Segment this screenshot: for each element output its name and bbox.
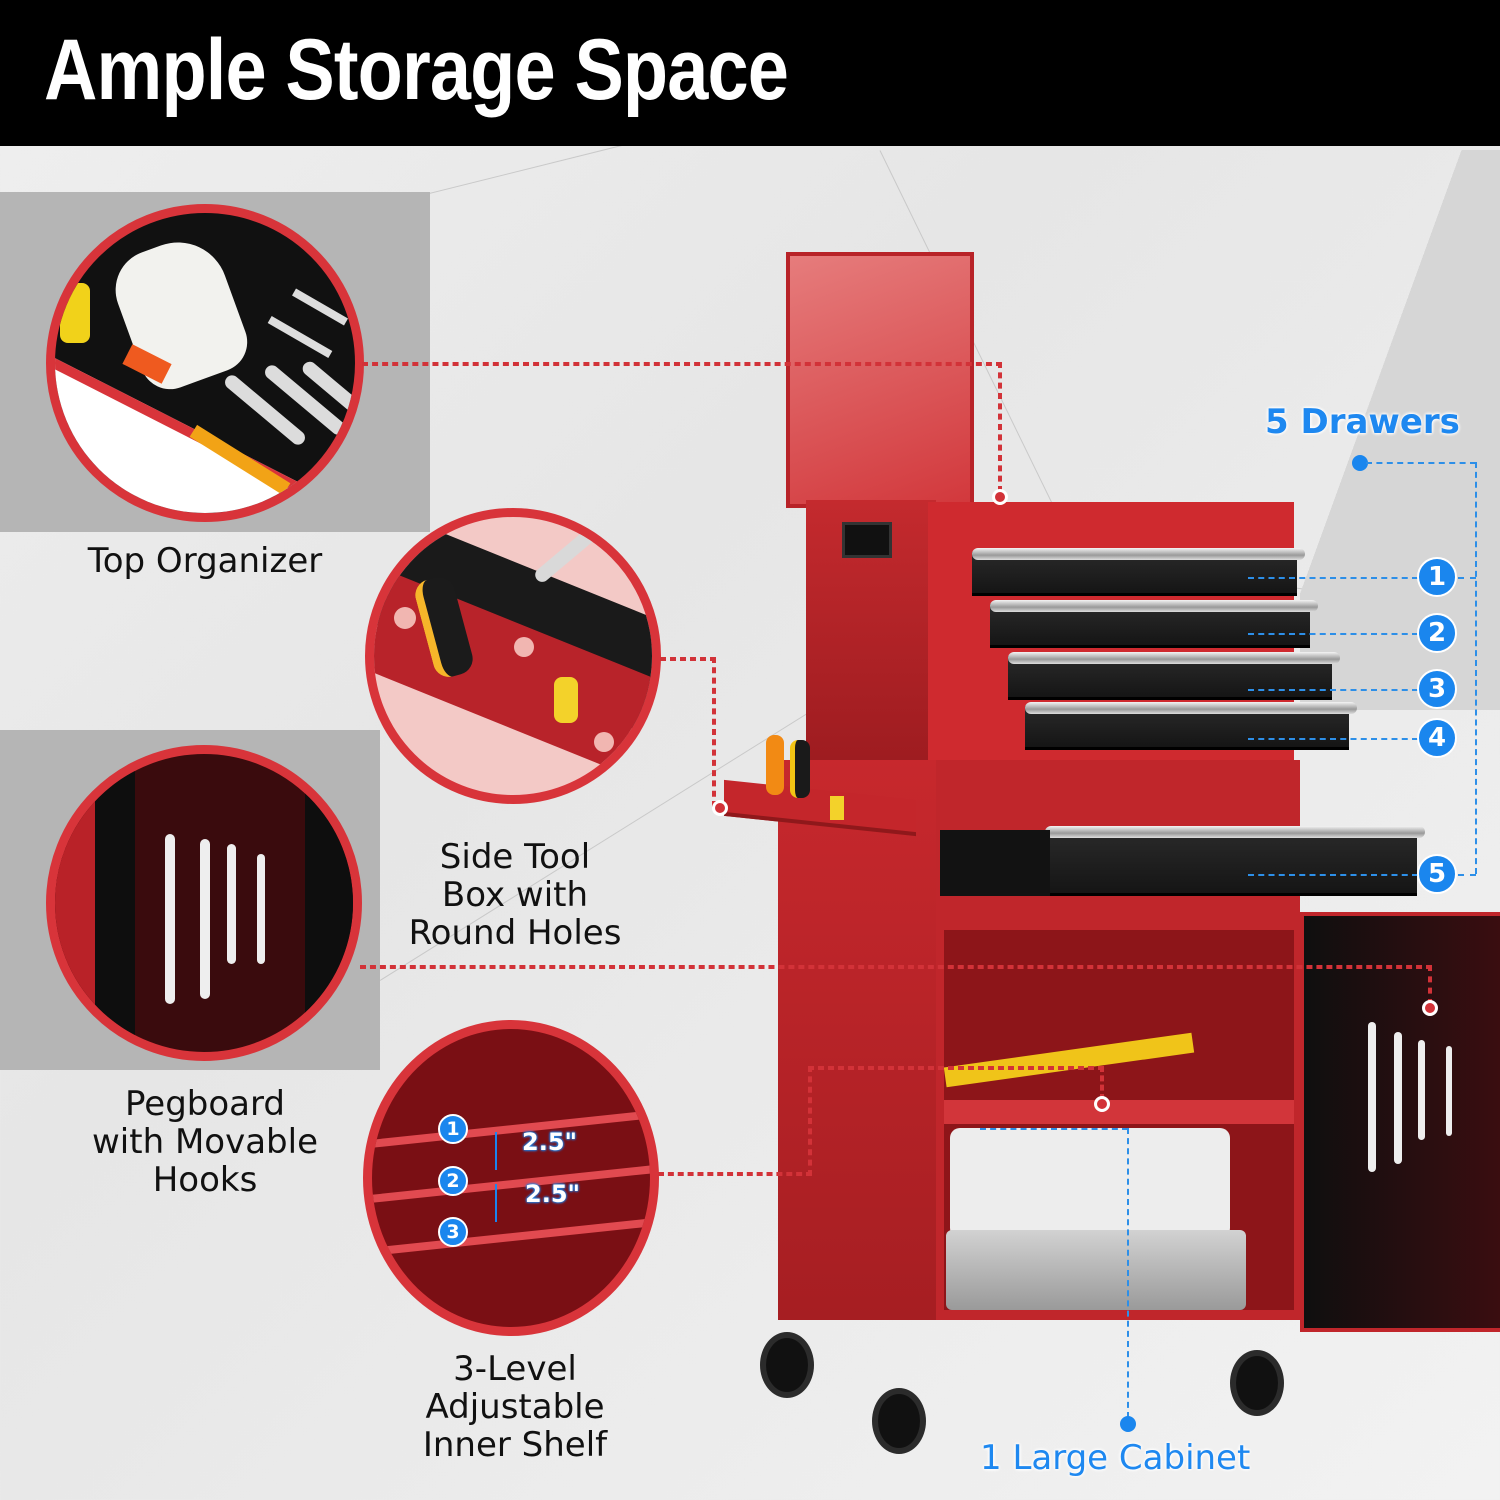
drawer-2-badge: 2: [1417, 613, 1457, 653]
drawers-callout-line: [1475, 462, 1477, 874]
shelf-level-3-badge: 3: [438, 1217, 468, 1247]
callout-dot-top-organizer: [992, 489, 1008, 505]
drawer-5[interactable]: [1045, 826, 1425, 896]
cabinet-shelf: [944, 1100, 1294, 1124]
caster-wheel: [760, 1332, 814, 1398]
drawer-4[interactable]: [1025, 702, 1357, 750]
case-icon: [946, 1230, 1246, 1310]
callout-line-side-tool-box: [660, 657, 716, 661]
container-icon: [950, 1128, 1230, 1238]
caster-wheel: [872, 1388, 926, 1454]
wrench-icon: [200, 839, 210, 999]
shelf-level-1-badge: 1: [438, 1114, 468, 1144]
drawers-callout-dot: [1352, 455, 1368, 471]
door-frame: [95, 754, 135, 1052]
shelf-gap-1: 2.5": [522, 1128, 578, 1156]
callout-line-top-organizer: [362, 362, 1002, 366]
cabinet-label: 1 Large Cabinet: [980, 1438, 1251, 1478]
drawer-4-line: [1248, 738, 1418, 740]
drawer-5-line: [1248, 874, 1418, 876]
drawer-5-line: [1458, 874, 1476, 876]
callout-line-inner-shelf: [808, 1066, 812, 1176]
drawer-3-badge: 3: [1417, 669, 1457, 709]
tape-measure-icon: [60, 283, 90, 343]
wrench-icon: [165, 834, 175, 1004]
drawer-handle[interactable]: [1025, 702, 1357, 714]
drawer-1[interactable]: [972, 548, 1305, 596]
pegboard-image: [46, 745, 362, 1061]
callout-line-inner-shelf: [808, 1066, 1104, 1070]
inner-shelf-image: [363, 1020, 659, 1336]
callout-dot-side-tool-box: [712, 800, 728, 816]
callout-dot-inner-shelf: [1094, 1096, 1110, 1112]
side-handle: [842, 522, 892, 558]
caster-wheel: [1230, 1350, 1284, 1416]
chest-lid: [786, 252, 974, 508]
wrench-icon: [1418, 1040, 1425, 1140]
background-shade: [1300, 150, 1500, 710]
door-frame: [305, 754, 353, 1052]
drawer-handle[interactable]: [990, 600, 1318, 612]
callout-line-top-organizer: [998, 362, 1002, 492]
header-bar: Ample Storage Space: [0, 0, 1500, 146]
cabinet-callout-line: [1127, 1128, 1129, 1418]
gap-arrow-icon: [495, 1132, 497, 1170]
callout-line-pegboard: [1428, 965, 1432, 1005]
callout-line-pegboard: [360, 965, 1432, 969]
side-tool-box-image: [365, 508, 661, 804]
drawer-handle[interactable]: [972, 548, 1305, 560]
cabinet-side: [778, 760, 938, 1320]
pegboard-label: Pegboard with Movable Hooks: [92, 1084, 318, 1200]
drawer-5-badge: 5: [1417, 854, 1457, 894]
drawer-2[interactable]: [990, 600, 1318, 648]
round-hole: [514, 637, 534, 657]
drawers-title: 5 Drawers: [1265, 402, 1460, 442]
callout-dot-pegboard: [1422, 1000, 1438, 1016]
cabinet-side: [55, 754, 95, 1052]
shelf-level-2-badge: 2: [438, 1166, 468, 1196]
page-title: Ample Storage Space: [44, 22, 789, 118]
wrench-icon: [227, 844, 236, 964]
hex-key-icon: [830, 796, 844, 820]
wrench-icon: [257, 854, 265, 964]
gap-arrow-icon: [495, 1184, 497, 1222]
cabinet-callout-dot: [1120, 1416, 1136, 1432]
drawer-handle[interactable]: [1008, 652, 1340, 664]
screwdriver-icon: [554, 677, 578, 723]
cabinet-callout-line: [980, 1128, 1128, 1130]
shelf-gap-2: 2.5": [525, 1180, 581, 1208]
screwdriver-icon: [766, 735, 784, 795]
drawer-1-line: [1248, 577, 1418, 579]
callout-line-inner-shelf: [658, 1172, 812, 1176]
wrench-icon: [1394, 1032, 1402, 1164]
wrench-icon: [1446, 1046, 1452, 1136]
drawer-4-badge: 4: [1417, 718, 1457, 758]
drawer-1-badge: 1: [1417, 557, 1457, 597]
top-organizer-label: Top Organizer: [87, 541, 323, 581]
top-organizer-image: [46, 204, 364, 522]
drawer-handle[interactable]: [1045, 826, 1425, 838]
drawers-callout-line: [1366, 462, 1476, 464]
screwdriver-icon: [790, 740, 810, 798]
drawer-3[interactable]: [1008, 652, 1340, 700]
drawer-1-line: [1458, 577, 1476, 579]
side-tool-box-label: Side Tool Box with Round Holes: [408, 837, 622, 953]
callout-line-inner-shelf: [1100, 1066, 1104, 1100]
round-hole: [394, 607, 416, 629]
drawer-5-body: [940, 830, 1050, 896]
drawer-2-line: [1248, 633, 1418, 635]
inner-shelf-label: 3-Level Adjustable Inner Shelf: [422, 1349, 608, 1465]
round-hole: [594, 732, 614, 752]
wrench-icon: [1368, 1022, 1376, 1172]
drawer-3-line: [1248, 689, 1418, 691]
callout-line-side-tool-box: [712, 657, 716, 807]
